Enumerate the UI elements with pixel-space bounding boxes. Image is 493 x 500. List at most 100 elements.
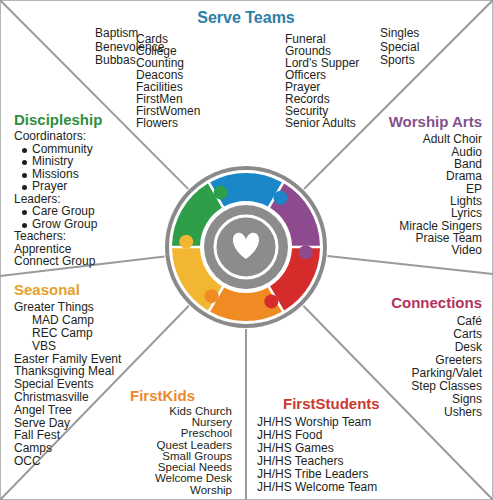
team-item: Kids Church xyxy=(169,405,232,418)
team-item: Fall Fest xyxy=(14,429,60,442)
team-item: JH/HS Games xyxy=(257,442,334,455)
team-item: Senior Adults xyxy=(285,117,356,130)
section-panel: FirstStudentsJH/HS Worship TeamJH/HS Foo… xyxy=(257,396,380,495)
divider-line xyxy=(0,0,188,189)
section-panel: Serve TeamsBaptismBenevolenceBubbasCards… xyxy=(95,9,419,130)
puzzle-knob xyxy=(299,245,313,259)
section-panel: Worship ArtsAdult ChoirAudioBandDramaEPL… xyxy=(389,114,482,258)
center-disc xyxy=(204,205,288,289)
section-panel: DiscipleshipCoordinators:CommunityMinist… xyxy=(14,112,102,269)
team-item: Drama xyxy=(446,170,482,183)
team-item: Welcome Desk xyxy=(155,472,232,485)
team-item: Care Group xyxy=(32,205,95,218)
team-item: Angel Tree xyxy=(14,404,72,417)
puzzle-piece xyxy=(210,287,282,321)
section-heading: Discipleship xyxy=(14,112,102,129)
team-item: Lights xyxy=(450,195,482,208)
team-item: Ministry xyxy=(32,155,73,168)
team-item: Singles xyxy=(380,27,419,40)
team-item: JH/HS Welcome Team xyxy=(257,481,377,494)
puzzle-knob xyxy=(205,289,219,303)
team-item: Teachers: xyxy=(14,230,66,243)
team-item: Leaders: xyxy=(14,193,61,206)
team-item: VBS xyxy=(32,340,56,353)
ring-outline xyxy=(165,166,327,328)
puzzle-ring xyxy=(165,166,327,328)
team-item: Parking/Valet xyxy=(412,367,482,380)
heart-icon xyxy=(233,233,259,259)
team-item: Carts xyxy=(453,328,482,341)
team-item: Camps xyxy=(14,442,52,455)
team-item: Prayer xyxy=(32,180,67,193)
team-item: Flowers xyxy=(136,117,178,130)
section-heading: Serve Teams xyxy=(197,9,295,27)
team-item: REC Camp xyxy=(32,327,93,340)
divider-line xyxy=(304,0,493,189)
team-item: Café xyxy=(457,315,482,328)
team-item: Special Needs xyxy=(158,461,232,474)
section-heading: Connections xyxy=(391,295,482,312)
team-item: Adult Choir xyxy=(423,133,482,146)
team-item: Christmasville xyxy=(14,391,89,404)
team-item: Community xyxy=(32,143,93,156)
team-item: Quest Leaders xyxy=(157,439,232,452)
divider-line xyxy=(328,256,493,274)
team-item: Coordinators: xyxy=(14,130,86,143)
puzzle-knob xyxy=(179,235,193,249)
team-item: Connect Group xyxy=(14,255,95,268)
team-item: Serve Day xyxy=(14,417,70,430)
team-item: Special xyxy=(380,41,419,54)
section-heading: FirstStudents xyxy=(283,396,380,413)
team-item: Special Events xyxy=(14,378,93,391)
team-item: Video xyxy=(452,244,482,257)
team-item: JH/HS Worship Team xyxy=(257,416,371,429)
team-item: Small Groups xyxy=(162,450,232,463)
team-item: Easter Family Event xyxy=(14,353,121,366)
center-ring xyxy=(215,216,277,278)
divider-line xyxy=(245,329,247,500)
puzzle-knob xyxy=(273,191,287,205)
section-heading: Seasonal xyxy=(14,282,80,299)
team-item: Step Classes xyxy=(411,380,482,393)
team-item: Preschool xyxy=(181,427,232,440)
section-panel: FirstKidsKids ChurchNurseryPreschoolQues… xyxy=(130,388,232,497)
team-item: Thanksgiving Meal xyxy=(14,365,114,378)
team-item: Grow Group xyxy=(32,218,97,231)
puzzle-piece xyxy=(210,173,282,207)
team-item: JH/HS Tribe Leaders xyxy=(257,468,368,481)
puzzle-knob xyxy=(264,294,278,308)
ring-ground xyxy=(169,170,323,324)
team-item: JH/HS Teachers xyxy=(257,455,343,468)
team-item: Audio xyxy=(451,146,482,159)
team-item: JH/HS Food xyxy=(257,429,322,442)
team-item: Worship xyxy=(190,484,232,497)
team-item: Signs xyxy=(452,393,482,406)
team-item: Ushers xyxy=(444,406,482,419)
puzzle-knob xyxy=(214,186,228,200)
team-item: Greeters xyxy=(435,354,482,367)
team-item: Nursery xyxy=(192,416,232,429)
team-item: Baptism xyxy=(95,27,138,40)
team-item: Lyrics xyxy=(451,207,482,220)
team-item: Praise Team xyxy=(416,232,482,245)
team-item: OCC xyxy=(14,455,41,468)
team-item: Missions xyxy=(32,168,79,181)
team-item: Miracle Singers xyxy=(399,220,482,233)
team-item: Bubbas xyxy=(95,54,136,67)
team-item: Greater Things xyxy=(14,301,94,314)
team-item: Desk xyxy=(455,341,482,354)
team-item: Apprentice xyxy=(14,243,71,256)
team-item: MAD Camp xyxy=(32,314,94,327)
team-item: Sports xyxy=(380,54,415,67)
team-item: EP xyxy=(466,183,482,196)
section-heading: Worship Arts xyxy=(389,114,482,131)
team-item: Band xyxy=(454,158,482,171)
section-panel: SeasonalGreater ThingsMAD CampREC CampVB… xyxy=(14,282,121,468)
section-heading: FirstKids xyxy=(130,388,195,405)
section-panel: ConnectionsCaféCartsDeskGreetersParking/… xyxy=(391,295,482,420)
